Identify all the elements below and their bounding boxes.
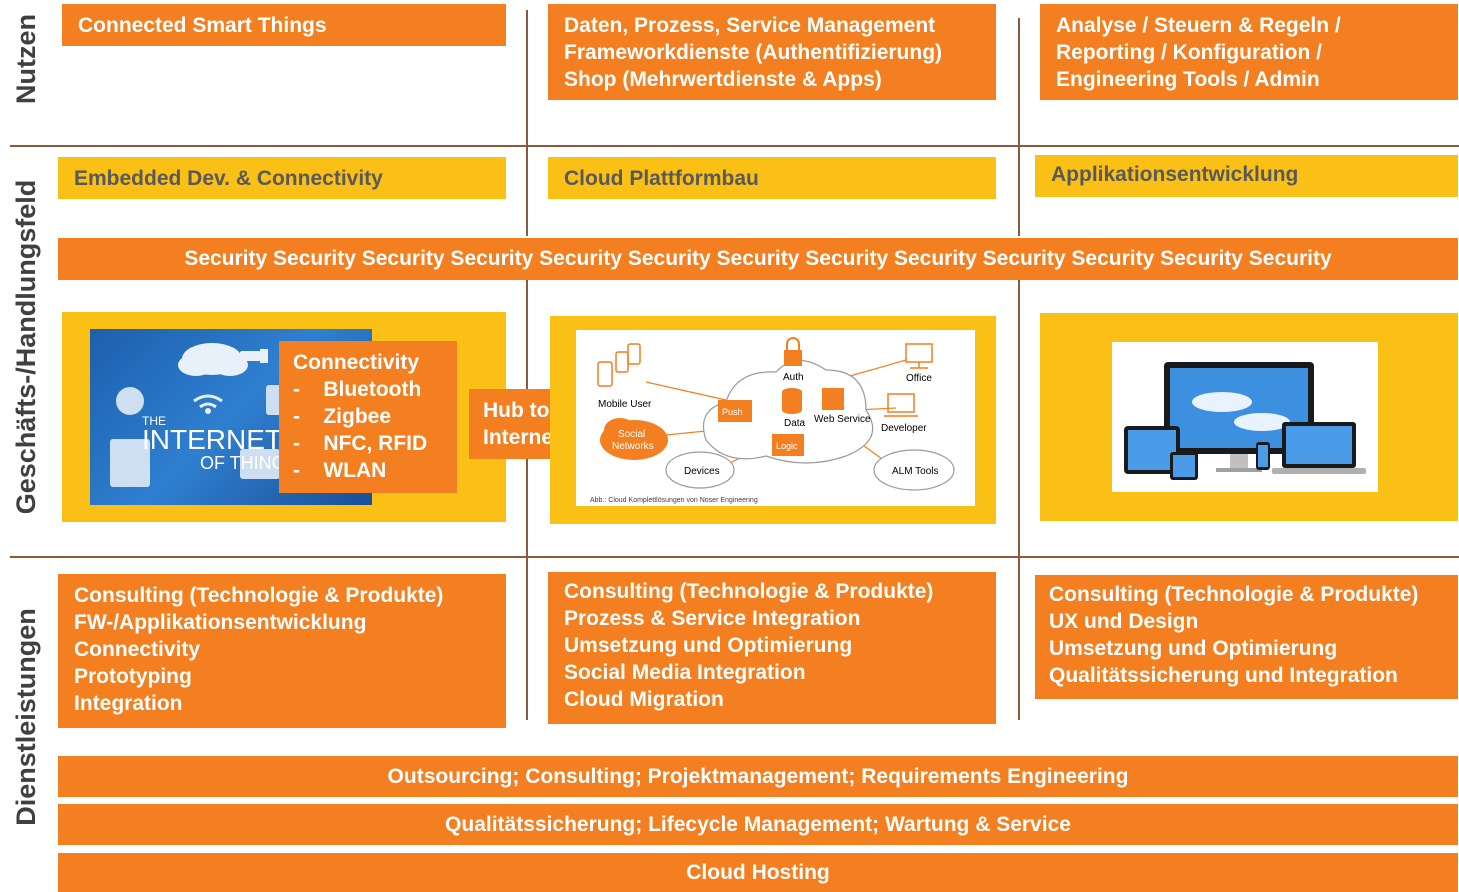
label-alm: ALM Tools <box>892 466 939 477</box>
nutzen-line: Shop (Mehrwertdienste & Apps) <box>564 68 882 91</box>
label-office: Office <box>906 373 932 384</box>
connectivity-item: - WLAN <box>293 459 387 482</box>
field-applikation: Applikationsentwicklung <box>1035 155 1458 197</box>
nutzen-box-analysis: Analyse / Steuern & Regeln / Reporting /… <box>1040 4 1458 100</box>
service-item: Consulting (Technologie & Produkte) <box>74 584 444 607</box>
field-embedded: Embedded Dev. & Connectivity <box>58 157 506 199</box>
service-item: Umsetzung und Optimierung <box>1049 637 1338 660</box>
services-col1: Consulting (Technologie & Produkte) FW-/… <box>58 574 506 728</box>
side-label-dienstleistungen: Dienstleistungen <box>11 608 41 826</box>
iot-text-line1: THE <box>142 414 166 428</box>
divider-top <box>10 145 1459 147</box>
connectivity-title: Connectivity <box>293 351 420 374</box>
nutzen-line: Engineering Tools / Admin <box>1056 68 1320 91</box>
nutzen-line: Reporting / Konfiguration / <box>1056 41 1322 64</box>
nutzen-line: Analyse / Steuern & Regeln / <box>1056 14 1341 37</box>
field-label: Embedded Dev. & Connectivity <box>74 167 383 190</box>
service-item: Consulting (Technologie & Produkte) <box>1049 583 1419 606</box>
service-item: Qualitätssicherung und Integration <box>1049 664 1398 687</box>
divider-col-2-lower <box>1018 280 1020 720</box>
label-push: Push <box>722 407 743 417</box>
nutzen-line: Connected Smart Things <box>78 14 327 37</box>
cloud-diagram: Mobile User Social Networks Push Auth Da… <box>576 330 975 506</box>
label-auth: Auth <box>783 372 804 383</box>
phone-icon <box>1170 442 1270 480</box>
service-item: UX und Design <box>1049 610 1199 633</box>
services-col2: Consulting (Technologie & Produkte) Proz… <box>548 572 996 724</box>
tablet-icon <box>1124 426 1180 474</box>
camera-icon <box>240 349 268 363</box>
monitor-icon <box>1164 362 1314 472</box>
web-service-icon <box>822 388 844 410</box>
label-devices: Devices <box>684 466 720 477</box>
band-cloud-hosting: Cloud Hosting <box>58 853 1458 892</box>
laptop-icon <box>1272 422 1366 474</box>
service-item: Social Media Integration <box>564 661 806 684</box>
service-item: Cloud Migration <box>564 688 724 711</box>
lock-icon <box>784 337 802 366</box>
service-item: Connectivity <box>74 638 201 661</box>
logic-box <box>772 434 804 456</box>
divider-col-1-lower <box>526 280 528 720</box>
connectivity-item: - Bluetooth <box>293 378 422 401</box>
label-logic: Logic <box>776 441 798 451</box>
service-item: Consulting (Technologie & Produkte) <box>564 580 934 603</box>
nutzen-box-connected-things: Connected Smart Things <box>62 4 506 46</box>
label-social: Social <box>618 429 645 440</box>
social-cloud <box>600 418 668 460</box>
field-label: Cloud Plattformbau <box>564 167 759 190</box>
nutzen-line: Daten, Prozess, Service Management <box>564 14 936 37</box>
devices-image <box>1112 342 1378 492</box>
label-mobile-user: Mobile User <box>598 399 652 410</box>
phone-icon <box>597 343 641 387</box>
security-band: Security Security Security Security Secu… <box>58 238 1458 280</box>
monitor-icon <box>905 343 933 369</box>
connectivity-item: - NFC, RFID <box>293 432 428 455</box>
label-developer: Developer <box>881 423 927 434</box>
devices-cloud <box>665 451 735 489</box>
push-box <box>718 400 752 422</box>
field-cloud: Cloud Plattformbau <box>548 157 996 199</box>
field-label: Applikationsentwicklung <box>1051 163 1299 186</box>
label-web-service: Web Service <box>814 414 871 425</box>
iot-text-line3: OF THINGS <box>200 453 298 473</box>
nutzen-line: Frameworkdienste (Authentifizierung) <box>564 41 943 64</box>
connectivity-box: Connectivity - Bluetooth - Zigbee - NFC,… <box>279 341 457 493</box>
service-item: Prototyping <box>74 665 192 688</box>
cloud-caption: Abb.: Cloud Komplettlösungen von Noser E… <box>590 497 758 504</box>
services-col3: Consulting (Technologie & Produkte) UX u… <box>1035 575 1458 699</box>
service-item: Umsetzung und Optimierung <box>564 634 853 657</box>
service-item: Integration <box>74 692 183 715</box>
side-label-geschaeftsfeld: Geschäfts-/Handlungsfeld <box>11 179 41 515</box>
divider-col-1 <box>526 10 528 236</box>
cloud-icon <box>178 343 248 376</box>
alm-cloud <box>873 449 955 491</box>
side-label-nutzen: Nutzen <box>11 14 41 104</box>
divider-col-2 <box>1018 18 1020 236</box>
divider-middle <box>10 556 1459 558</box>
database-icon <box>782 388 802 414</box>
label-networks: Networks <box>612 441 654 452</box>
service-item: Prozess & Service Integration <box>564 607 861 630</box>
iot-text-line2: INTERNET <box>142 424 282 455</box>
connectivity-item: - Zigbee <box>293 405 392 428</box>
band-qualitaet: Qualitätssicherung; Lifecycle Management… <box>58 804 1458 845</box>
hub-line: Hub to <box>483 399 550 422</box>
laptop-icon <box>884 393 918 417</box>
wifi-icon <box>193 394 223 409</box>
service-item: FW-/Applikationsentwicklung <box>74 611 367 634</box>
label-data: Data <box>784 418 806 429</box>
nutzen-box-data-management: Daten, Prozess, Service Management Frame… <box>548 4 996 100</box>
hub-line: Internet <box>483 426 561 449</box>
band-outsourcing: Outsourcing; Consulting; Projektmanageme… <box>58 756 1458 797</box>
